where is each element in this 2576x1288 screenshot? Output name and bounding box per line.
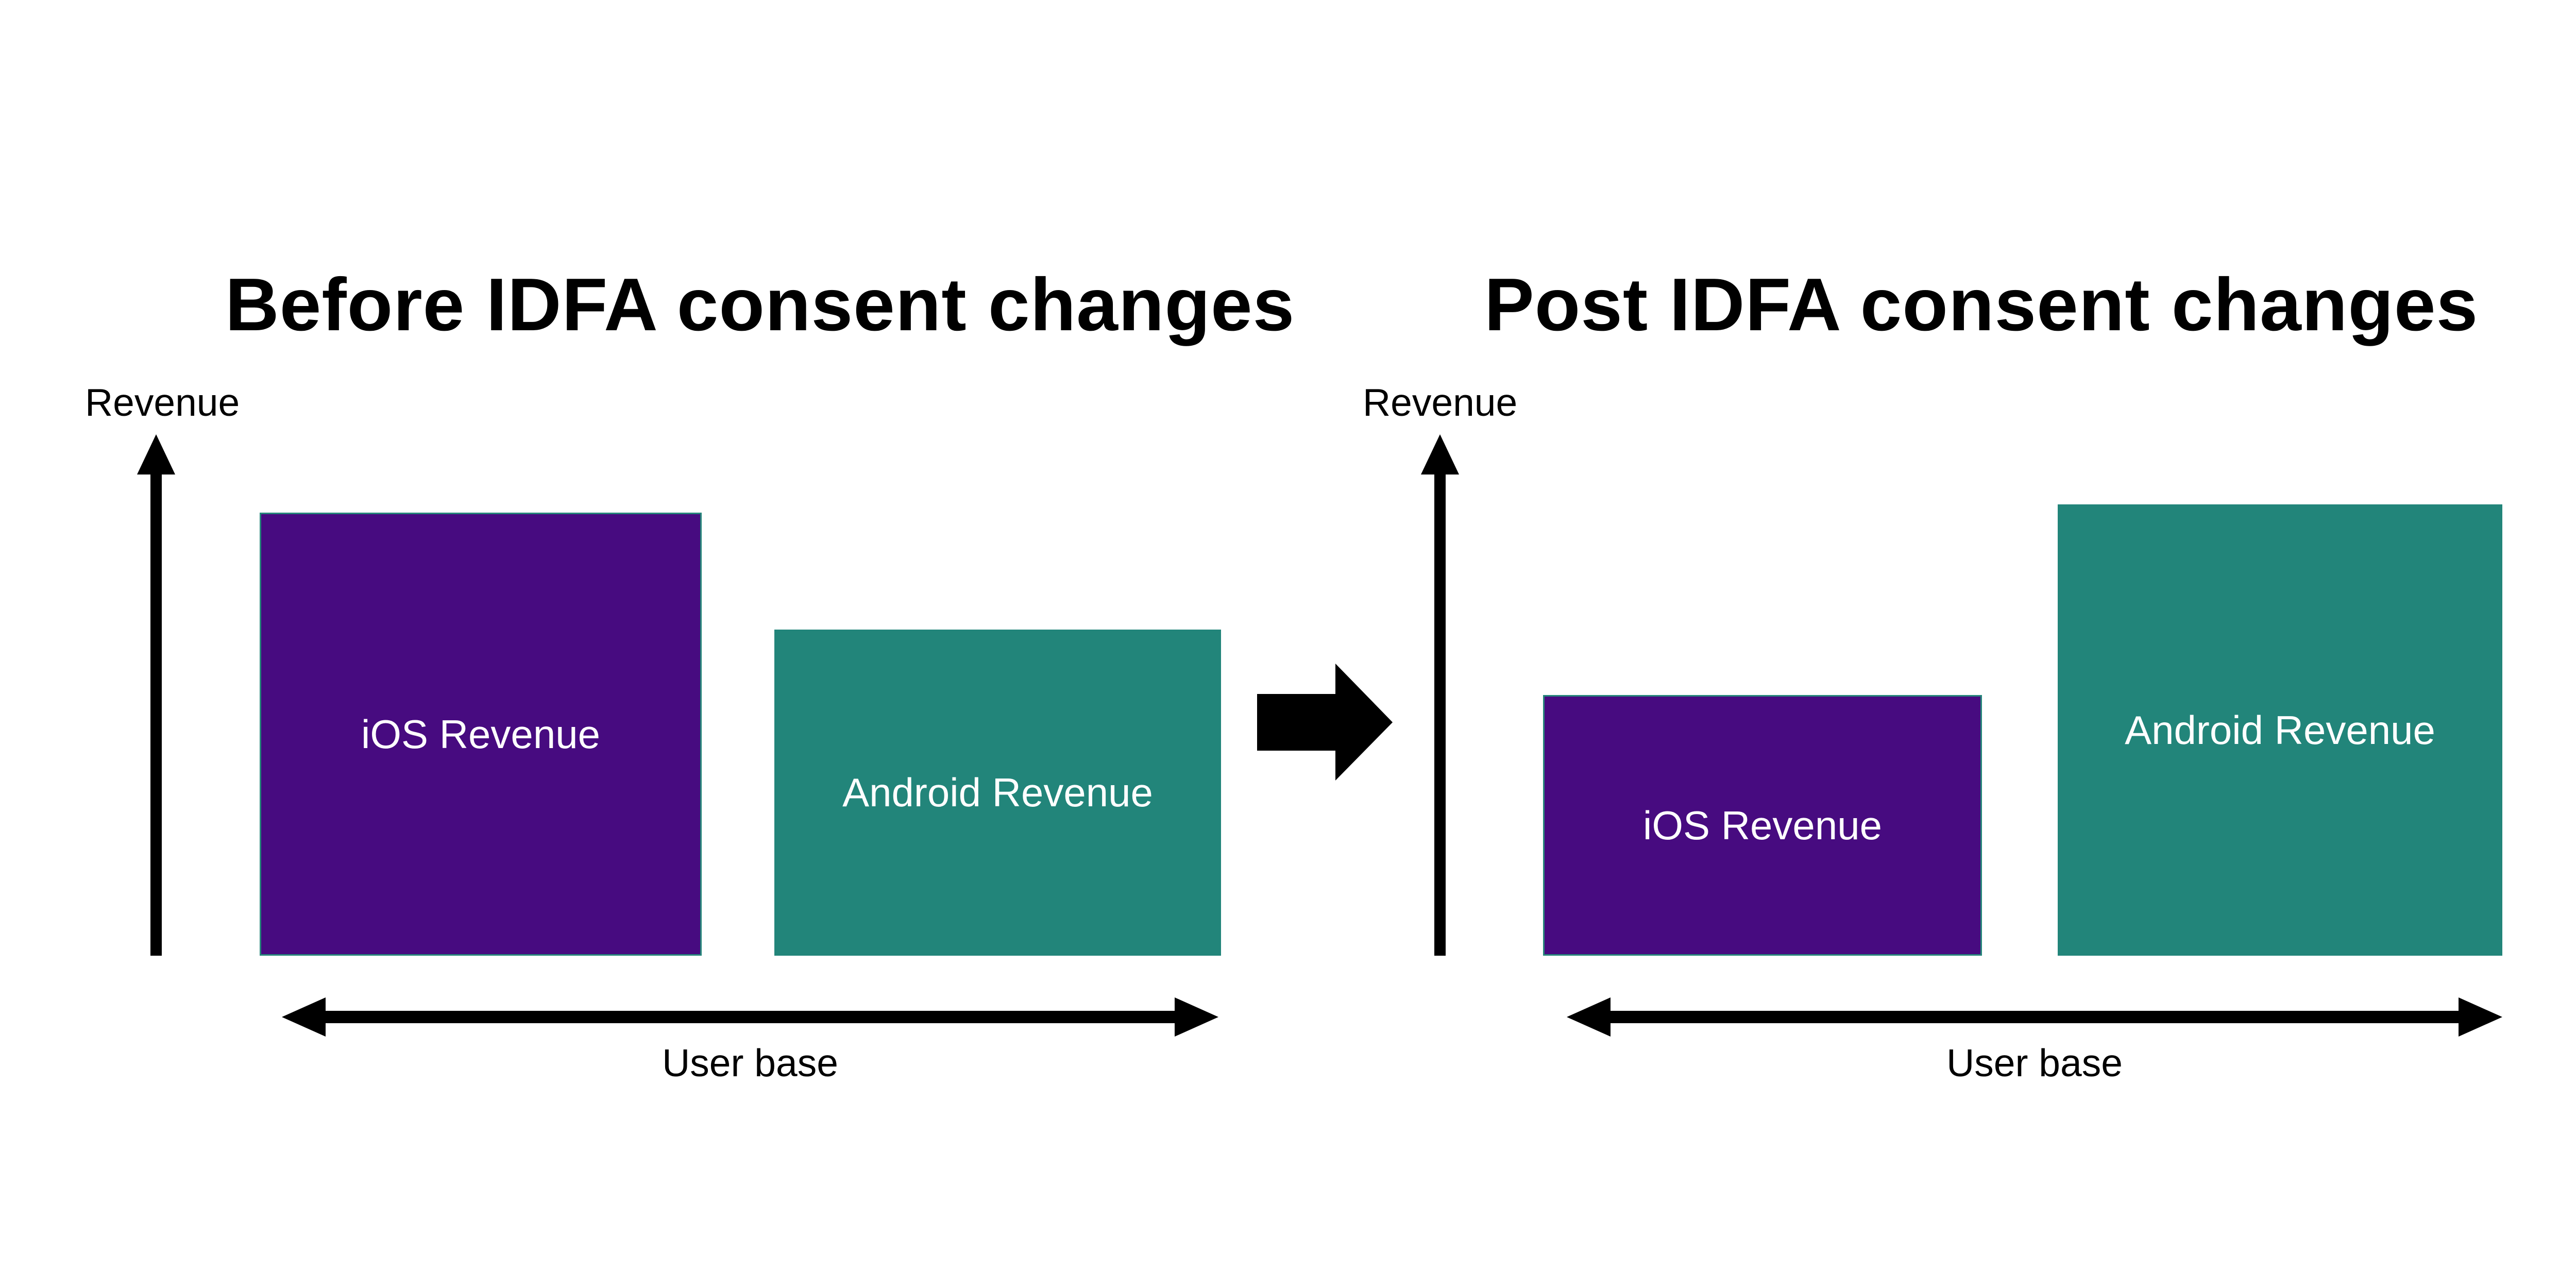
y-axis-up-arrow-icon <box>1421 434 1459 956</box>
panel-before-title: Before IDFA consent changes <box>225 263 1295 347</box>
y-axis-label-revenue: Revenue <box>1363 381 1518 424</box>
y-axis-up-arrow-icon <box>137 434 175 956</box>
y-axis-label-revenue: Revenue <box>85 381 240 424</box>
x-axis-label-user-base: User base <box>1946 1041 2123 1084</box>
x-axis-label-user-base: User base <box>662 1041 838 1084</box>
android-revenue-bar: Android Revenue <box>774 630 1221 956</box>
ios-revenue-bar-label: iOS Revenue <box>1643 802 1882 848</box>
transition-right-arrow-icon <box>1257 664 1393 781</box>
panel-post-title: Post IDFA consent changes <box>1484 263 2479 347</box>
x-axis-double-arrow-icon <box>282 997 1218 1037</box>
ios-revenue-bar: iOS Revenue <box>260 513 702 956</box>
android-revenue-bar-label: Android Revenue <box>842 770 1153 815</box>
ios-revenue-bar: iOS Revenue <box>1543 695 1982 956</box>
x-axis-double-arrow-icon <box>1567 997 2502 1037</box>
android-revenue-bar-label: Android Revenue <box>2125 707 2435 753</box>
ios-revenue-bar-label: iOS Revenue <box>361 711 600 757</box>
android-revenue-bar: Android Revenue <box>2058 504 2502 956</box>
